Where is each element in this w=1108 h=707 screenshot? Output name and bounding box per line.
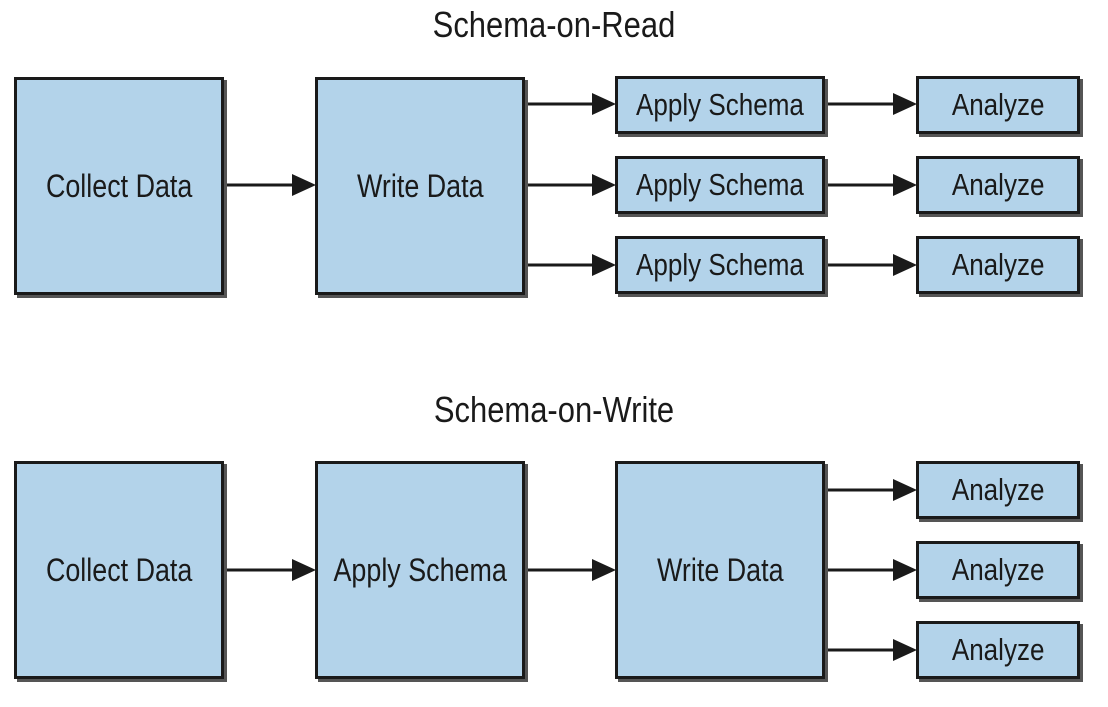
arrowhead [292,559,316,581]
write-analyze-box-1: Analyze [916,461,1080,519]
write-write-data-box: Write Data [615,461,825,679]
read-collect-data-label: Collect Data [45,167,193,204]
write-analyze-label: Analyze [951,552,1045,587]
read-apply-schema-label: Apply Schema [636,87,804,122]
write-apply-schema-box: Apply Schema [315,461,525,679]
arrowhead [292,174,316,196]
write-collect-data-box: Collect Data [14,461,224,679]
read-analyze-box-1: Analyze [916,76,1080,134]
arrowhead [592,254,616,276]
write-analyze-label: Analyze [951,472,1045,507]
write-write-data-label: Write Data [656,551,784,588]
schema-on-read-title: Schema-on-Read [432,4,676,45]
read-apply-schema-box-3: Apply Schema [615,236,825,294]
read-apply-schema-box-2: Apply Schema [615,156,825,214]
write-analyze-box-3: Analyze [916,621,1080,679]
read-analyze-label: Analyze [951,167,1045,202]
read-apply-schema-label: Apply Schema [636,247,804,282]
read-analyze-box-2: Analyze [916,156,1080,214]
arrowhead [893,559,917,581]
read-analyze-box-3: Analyze [916,236,1080,294]
arrowhead [893,174,917,196]
arrowhead [893,479,917,501]
arrowhead [893,254,917,276]
write-analyze-box-2: Analyze [916,541,1080,599]
arrowhead [893,639,917,661]
schema-on-write-title: Schema-on-Write [433,389,675,430]
read-analyze-label: Analyze [951,247,1045,282]
write-apply-schema-label: Apply Schema [333,551,507,588]
read-apply-schema-box-1: Apply Schema [615,76,825,134]
arrowhead [592,174,616,196]
read-write-data-box: Write Data [315,77,525,295]
write-collect-data-label: Collect Data [45,551,193,588]
write-analyze-label: Analyze [951,632,1045,667]
read-collect-data-box: Collect Data [14,77,224,295]
read-analyze-label: Analyze [951,87,1045,122]
read-write-data-label: Write Data [356,167,484,204]
arrowhead [893,93,917,115]
arrowhead [592,559,616,581]
arrowhead [592,93,616,115]
read-apply-schema-label: Apply Schema [636,167,804,202]
